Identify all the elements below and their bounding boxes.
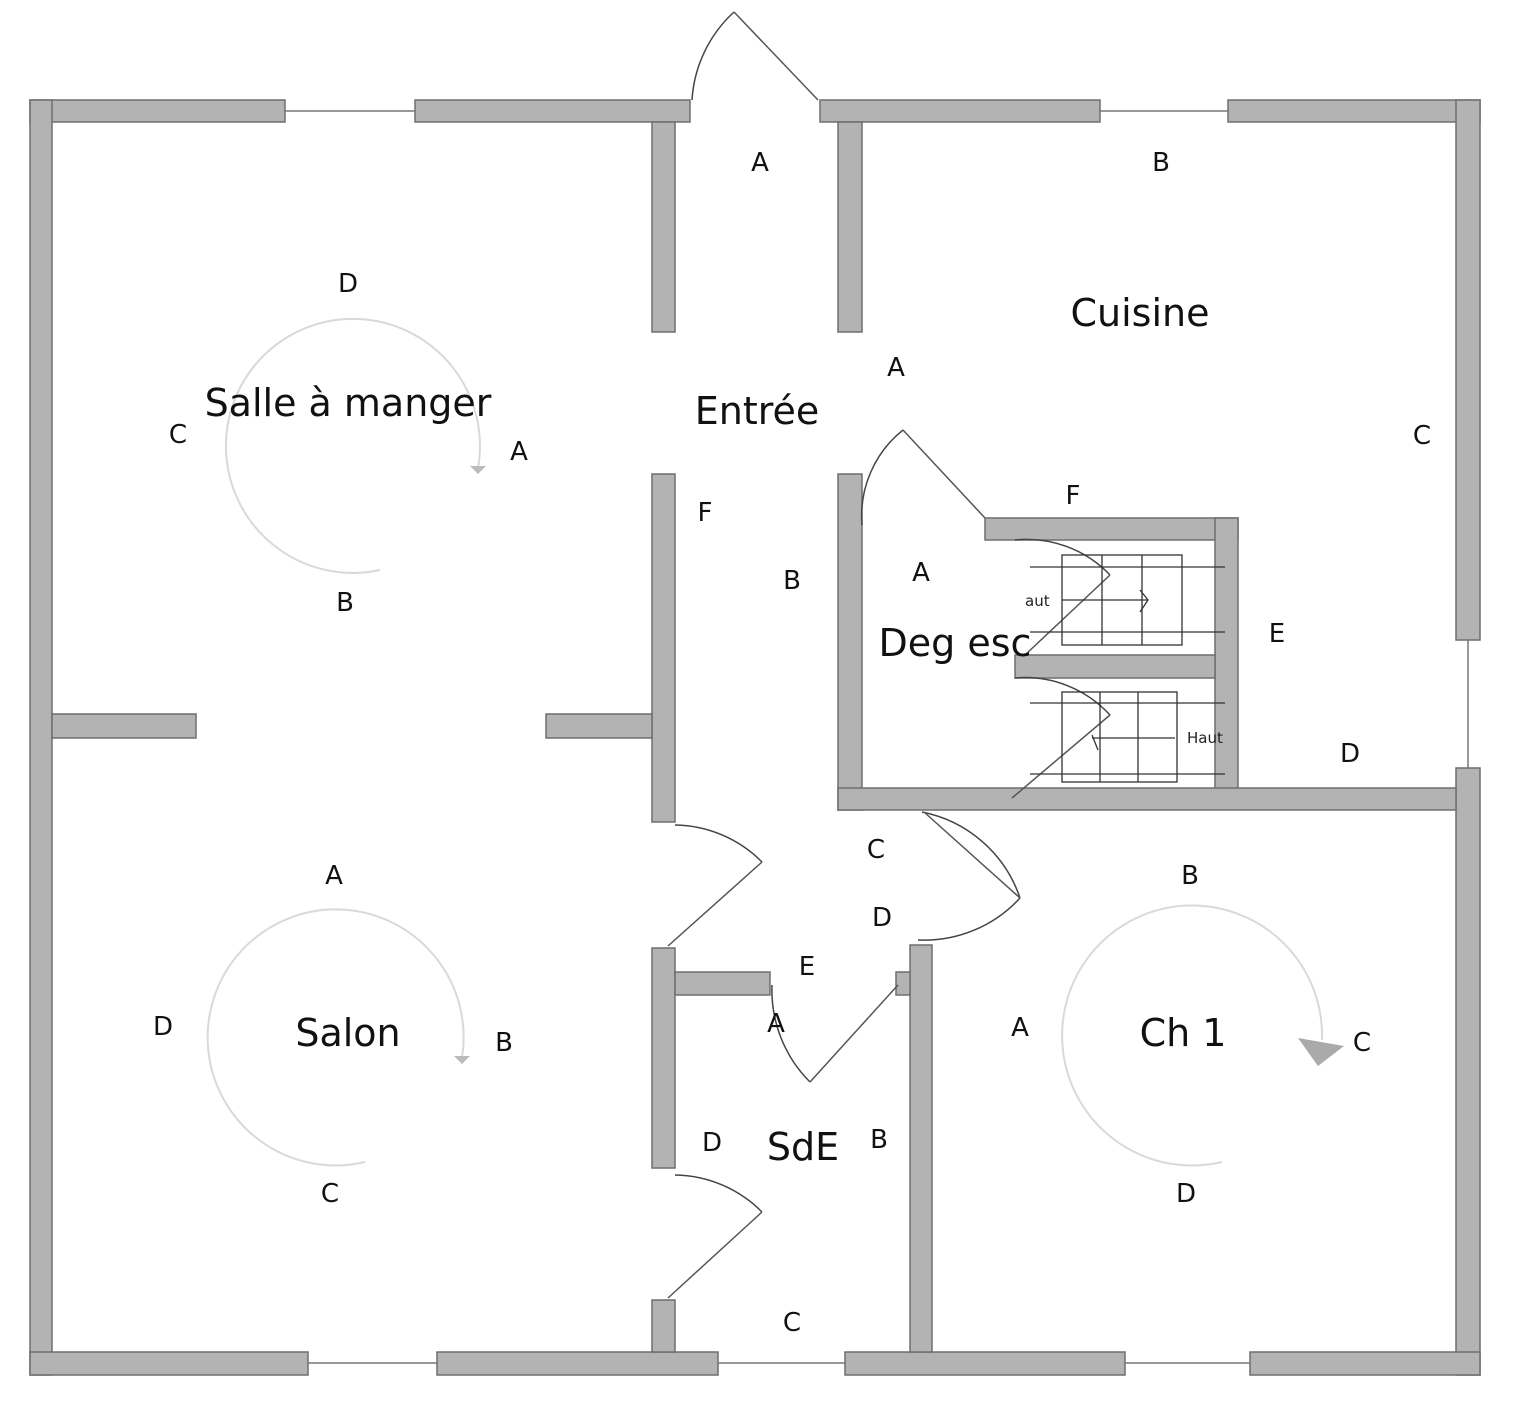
- wall-label: C: [1353, 1028, 1371, 1058]
- wall-label: D: [1340, 739, 1360, 769]
- wall-label: B: [495, 1028, 513, 1058]
- wall-label: A: [510, 437, 528, 467]
- labels: Salle à manger A B C D Entrée A B C D E …: [153, 148, 1431, 1338]
- staircase: aut Haut: [1025, 554, 1225, 783]
- wall-label: D: [702, 1128, 722, 1158]
- rotation-arrow-icon: [1061, 904, 1324, 1167]
- wall-label: B: [870, 1125, 888, 1155]
- wall-label: C: [867, 835, 885, 865]
- wall-label: B: [1152, 148, 1170, 178]
- room-label-cuisine: Cuisine: [1071, 291, 1210, 335]
- rotation-arrows: [206, 317, 1344, 1167]
- wall-label: D: [1176, 1179, 1196, 1209]
- wall-label: D: [872, 903, 892, 933]
- arrowhead-icon: [1298, 1038, 1344, 1066]
- wall-label: F: [1066, 481, 1081, 511]
- doors[interactable]: [667, 11, 1111, 1299]
- wall-label: C: [169, 420, 187, 450]
- wall-label: A: [887, 353, 905, 383]
- wall-label: C: [1413, 421, 1431, 451]
- arrowhead-icon: [470, 466, 486, 474]
- stair-up-label: aut: [1025, 592, 1050, 610]
- room-label-salon: Salon: [295, 1011, 400, 1055]
- wall-label: E: [1269, 619, 1285, 649]
- wall-label: C: [783, 1308, 801, 1338]
- wall-label: A: [1011, 1013, 1029, 1043]
- wall-label: D: [338, 269, 358, 299]
- room-label-ch1: Ch 1: [1140, 1011, 1227, 1055]
- room-label-salle-a-manger: Salle à manger: [205, 381, 492, 425]
- wall-label: A: [751, 148, 769, 178]
- walls: [29, 99, 1481, 1376]
- room-label-entree: Entrée: [695, 389, 820, 433]
- wall-label: E: [799, 952, 815, 982]
- rotation-arrow-icon: [206, 908, 465, 1167]
- wall-label: C: [321, 1179, 339, 1209]
- stair-up-label: Haut: [1187, 729, 1223, 747]
- wall-label: A: [912, 558, 930, 588]
- wall-label: F: [698, 498, 713, 528]
- rotation-arrow-icon: [224, 317, 481, 574]
- room-label-sde: SdE: [767, 1125, 839, 1169]
- wall-label: B: [783, 566, 801, 596]
- arrowhead-icon: [454, 1056, 470, 1064]
- wall-label: B: [1181, 861, 1199, 891]
- windows: [285, 110, 1469, 1364]
- wall-label: A: [767, 1009, 785, 1039]
- wall-label: A: [325, 861, 343, 891]
- wall-label: B: [336, 588, 354, 618]
- wall-label: D: [153, 1012, 173, 1042]
- room-label-deg-esc: Deg esc: [879, 621, 1032, 665]
